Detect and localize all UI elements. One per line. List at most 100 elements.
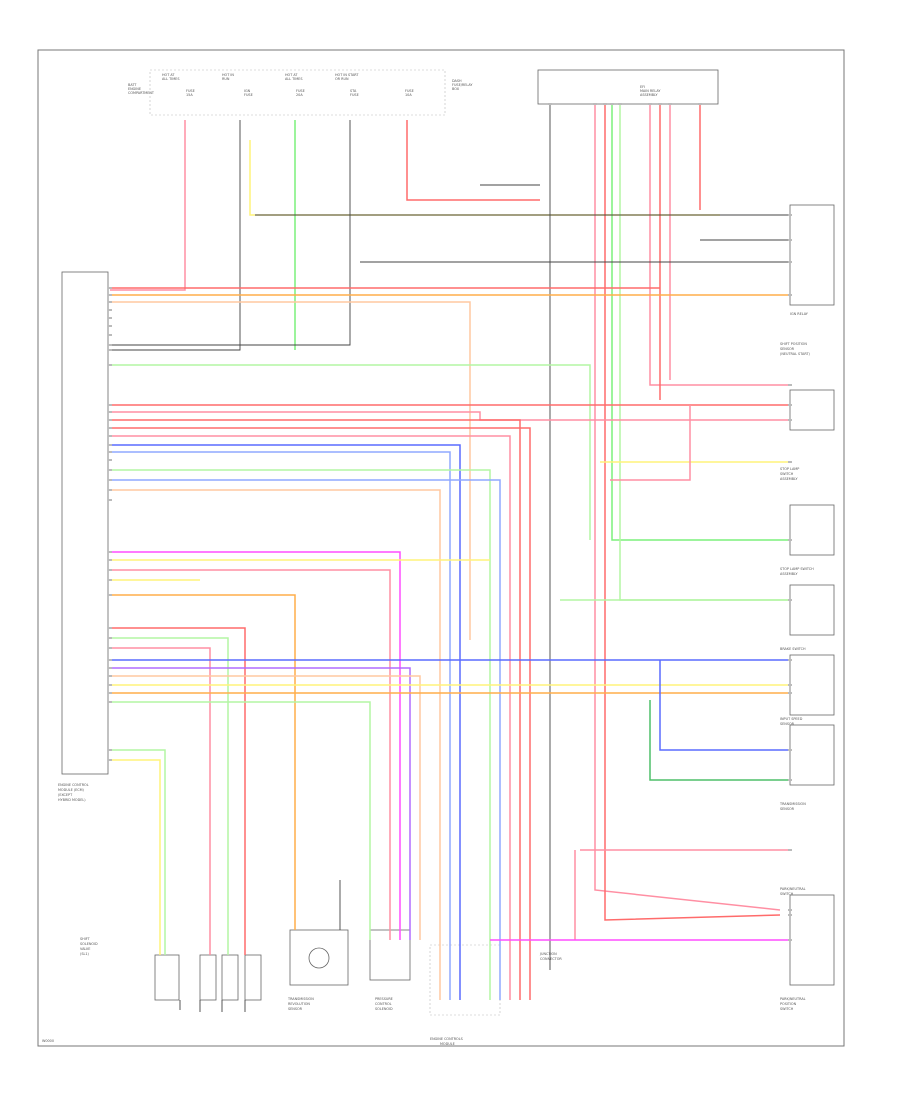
pin-mark [108, 459, 112, 461]
wire-29 [110, 444, 461, 1000]
pin-mark [788, 684, 792, 686]
pin-mark [108, 749, 112, 751]
svg-text:SOLENOID: SOLENOID [375, 1007, 393, 1011]
svg-text:ENGINE CONTROL: ENGINE CONTROL [58, 783, 89, 787]
pin-mark [788, 214, 792, 216]
pin-mark [108, 684, 112, 686]
svg-text:SWITCH: SWITCH [780, 892, 794, 896]
pin-mark [788, 914, 792, 916]
pin-mark [108, 469, 112, 471]
pin-mark [108, 759, 112, 761]
svg-text:BATT: BATT [128, 83, 137, 87]
pin-mark [108, 427, 112, 429]
pin-mark [108, 287, 112, 289]
svg-text:ASSEMBLY: ASSEMBLY [780, 572, 798, 576]
svg-text:HYBRID MODEL): HYBRID MODEL) [58, 798, 86, 802]
svg-text:INPUT SPEED: INPUT SPEED [780, 717, 803, 721]
ecm-box: ENGINE CONTROL MODULE (ECM) (EXCEPT HYBR… [58, 271, 109, 802]
svg-text:CONNECTOR: CONNECTOR [540, 957, 562, 961]
wire-38 [110, 569, 391, 940]
wire-35 [610, 405, 691, 481]
svg-text:HOT AT: HOT AT [162, 73, 175, 77]
wire-27 [110, 427, 531, 1000]
svg-text:BOX: BOX [452, 87, 460, 91]
wire-51 [110, 701, 371, 940]
svg-text:STOP LAMP SWITCH: STOP LAMP SWITCH [780, 567, 814, 571]
wire-31 [110, 469, 491, 1000]
svg-text:SENSOR: SENSOR [780, 347, 795, 351]
pin-mark [788, 539, 792, 541]
pin-mark [648, 103, 652, 105]
svg-text:(SL1): (SL1) [80, 952, 90, 956]
wire-44 [110, 637, 229, 955]
svg-text:FUSE/RELAY: FUSE/RELAY [452, 83, 473, 87]
svg-text:TRANSMISSION: TRANSMISSION [287, 997, 314, 1001]
pin-mark [788, 659, 792, 661]
svg-text:15A: 15A [186, 93, 193, 97]
svg-text:(NEUTRAL START): (NEUTRAL START) [780, 352, 811, 356]
pin-mark [108, 325, 112, 327]
svg-text:IGN: IGN [244, 89, 251, 93]
wire-30 [110, 451, 451, 1000]
svg-text:SENSOR: SENSOR [288, 1007, 303, 1011]
svg-text:RUN: RUN [222, 77, 230, 81]
pin-mark [788, 239, 792, 241]
svg-text:SHIFT POSITION: SHIFT POSITION [780, 342, 807, 346]
wire-53 [649, 700, 790, 781]
wire-47 [110, 667, 411, 940]
wire-25 [110, 411, 790, 421]
pin-mark [788, 909, 792, 911]
wire-43 [110, 627, 246, 955]
svg-text:OR RUN: OR RUN [335, 77, 349, 81]
pin-mark [108, 435, 112, 437]
svg-text:TRANSMISSION: TRANSMISSION [779, 802, 806, 806]
pin-mark [108, 675, 112, 677]
pin-mark [108, 294, 112, 296]
svg-text:SWITCH: SWITCH [780, 472, 794, 476]
svg-text:CONTROL: CONTROL [375, 1002, 392, 1006]
svg-text:FUSE: FUSE [244, 93, 253, 97]
svg-text:HOT AT: HOT AT [285, 73, 298, 77]
svg-text:COMPARTMENT: COMPARTMENT [128, 91, 155, 95]
svg-text:10A: 10A [405, 93, 412, 97]
pin-mark [108, 479, 112, 481]
wire-36 [110, 551, 401, 940]
wire-21 [110, 301, 471, 640]
wire-54 [110, 749, 166, 955]
svg-text:HOT IN: HOT IN [222, 73, 234, 77]
pin-mark [108, 647, 112, 649]
svg-text:JUNCTION: JUNCTION [539, 952, 557, 956]
svg-text:REVOLUTION: REVOLUTION [288, 1002, 310, 1006]
svg-text:HOT IN START: HOT IN START [335, 73, 359, 77]
svg-text:SENSOR: SENSOR [780, 807, 795, 811]
wire-10 [611, 104, 790, 541]
pin-mark [788, 461, 792, 463]
pin-mark [788, 419, 792, 421]
wire-33 [110, 489, 441, 1000]
svg-text:PARK/NEUTRAL: PARK/NEUTRAL [780, 887, 806, 891]
svg-text:ENGINE CONTROLS: ENGINE CONTROLS [430, 1037, 463, 1041]
wire-9 [604, 104, 781, 921]
pin-mark [603, 103, 607, 105]
svg-text:IGN RELAY: IGN RELAY [790, 312, 809, 316]
pin-mark [698, 103, 702, 105]
pin-mark [108, 317, 112, 319]
svg-text:ASSEMBLY: ASSEMBLY [640, 93, 658, 97]
pin-mark [618, 103, 622, 105]
diagram-frame [37, 49, 845, 1047]
pin-mark [108, 451, 112, 453]
pin-mark [108, 334, 112, 336]
wire-8 [594, 104, 781, 911]
pin-mark [108, 444, 112, 446]
pin-mark [108, 569, 112, 571]
svg-text:MODULE (ECM): MODULE (ECM) [58, 788, 85, 792]
wire-52 [659, 660, 790, 751]
pin-mark [658, 103, 662, 105]
svg-text:MAIN RELAY: MAIN RELAY [640, 89, 661, 93]
svg-text:FUSE: FUSE [350, 93, 359, 97]
svg-text:FUSE: FUSE [405, 89, 414, 93]
pin-mark [788, 939, 792, 941]
